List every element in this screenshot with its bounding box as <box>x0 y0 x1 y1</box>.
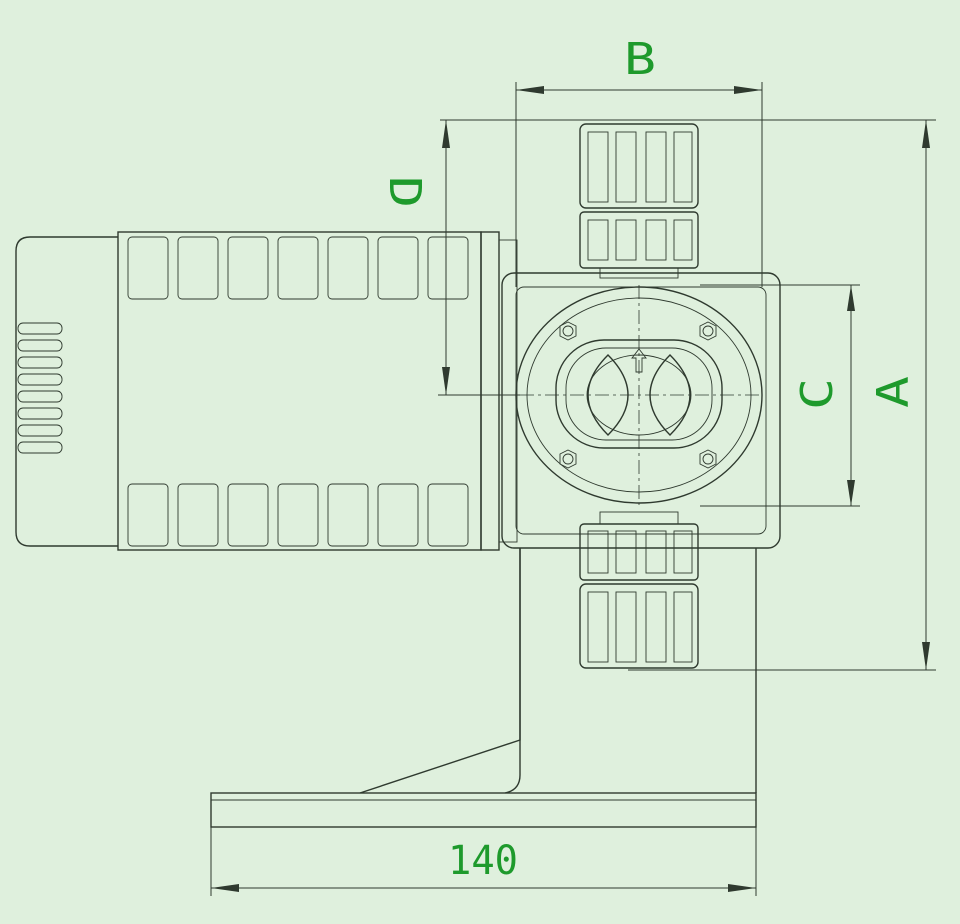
pump-head <box>501 272 781 549</box>
dimension-140-label: 140 <box>448 838 518 884</box>
dimension-a-label: A <box>868 376 919 408</box>
dimension-a: A <box>440 119 936 671</box>
lower-fitting <box>579 511 699 669</box>
bolts <box>559 321 717 469</box>
motor-fins-bottom <box>127 483 469 547</box>
dimension-c: C <box>700 284 860 507</box>
dimension-c-label: C <box>792 378 843 410</box>
upper-fitting <box>579 123 699 279</box>
motor-housing <box>15 231 518 551</box>
vent-slots <box>17 322 63 454</box>
dimension-d-label: D <box>379 176 430 208</box>
motor-fins-top <box>127 236 469 300</box>
mounting-bracket <box>210 548 757 828</box>
dimension-d: D <box>379 120 520 396</box>
dimension-b: B <box>515 34 763 287</box>
dimension-140: 140 <box>210 827 757 896</box>
dimension-b-label: B <box>624 34 656 85</box>
